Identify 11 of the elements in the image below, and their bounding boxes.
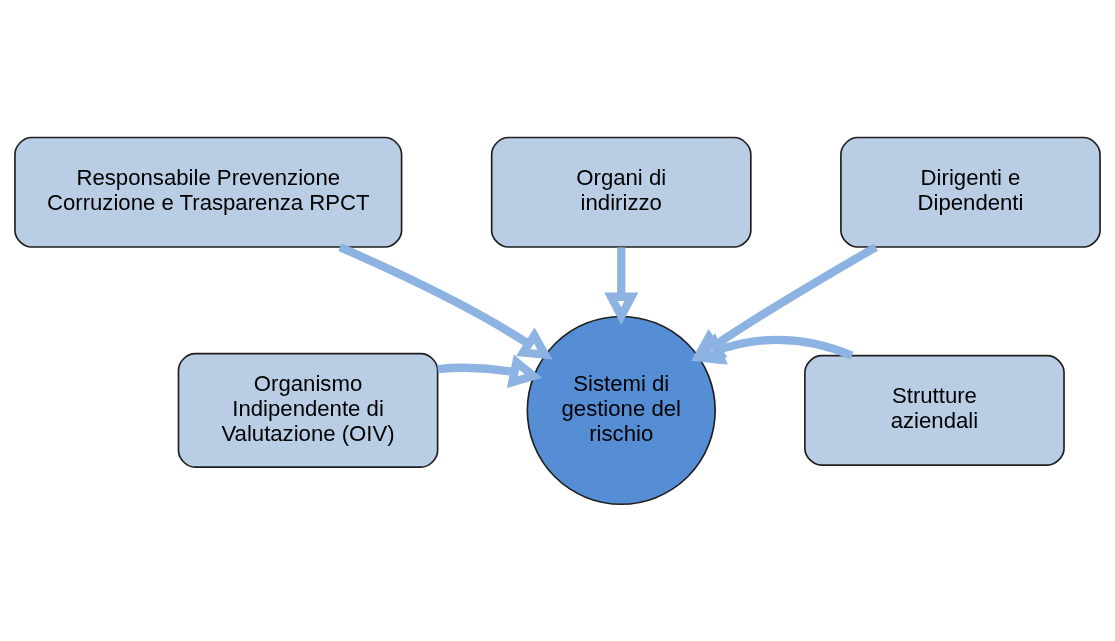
arrow xyxy=(604,246,639,325)
arrow xyxy=(437,354,543,388)
node-box: Dirigenti e Dipendenti xyxy=(840,136,1101,248)
node-box: Responsabile Prevenzione Corruzione e Trasparenza RPCT xyxy=(14,136,403,248)
node-circle: Sistemi di gestione del rischio xyxy=(526,315,716,505)
node-box: Organismo Indipendente di Valutazione (OIV) xyxy=(177,352,439,468)
node-box: Organi di indirizzo xyxy=(490,136,752,248)
arrow xyxy=(691,332,854,365)
arrow xyxy=(690,242,878,361)
node-box: Strutture aziendali xyxy=(804,354,1065,466)
arrow xyxy=(338,242,553,360)
